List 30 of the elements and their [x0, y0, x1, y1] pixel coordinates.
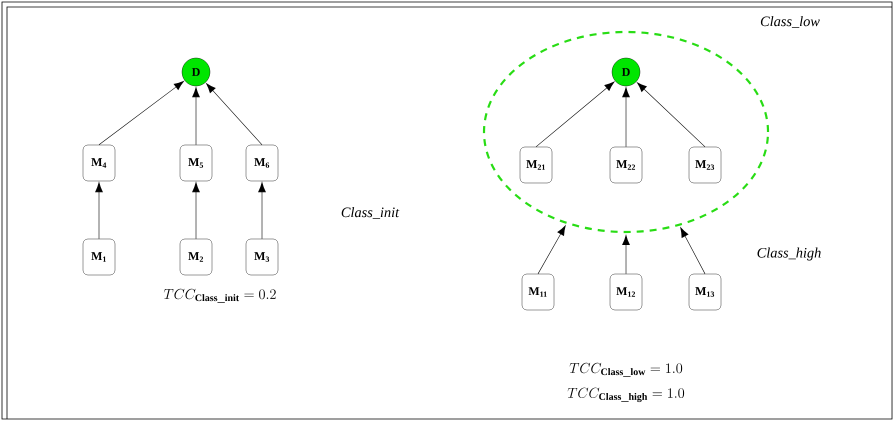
formula-label: $TCC_{\mathbf{Class\_low}} = 1.0$ — [570, 362, 682, 377]
module-box: M$_{12}$ — [610, 274, 642, 310]
class-label: Class_high — [758, 248, 821, 260]
module-box: M$_{5}$ — [180, 144, 212, 182]
module-box: M$_{13}$ — [688, 274, 722, 310]
arrow — [622, 234, 630, 274]
arrow — [192, 87, 200, 146]
class-label: Class_init — [342, 207, 400, 219]
arrow — [192, 182, 200, 240]
arrow — [538, 225, 566, 274]
module-box: M$_{23}$ — [688, 146, 722, 184]
module-box: M$_{2}$ — [180, 238, 212, 276]
node-label: Class_low — [760, 16, 820, 28]
arrow — [98, 80, 184, 146]
module-box: M$_{22}$ — [610, 146, 642, 184]
formula-label: $TCC_{\mathbf{Class\_high}} = 1.0$ — [568, 388, 684, 402]
arrow — [206, 83, 262, 146]
arrow — [680, 227, 706, 274]
module-box: M$_{3}$ — [246, 238, 278, 276]
formula-label: $TCC_{\mathbf{Class\_init}} = 0.2$ — [164, 288, 276, 303]
arrow — [258, 182, 266, 240]
module-box: M$_{4}$ — [82, 144, 116, 182]
module-box: M$_{6}$ — [246, 144, 278, 182]
arrow — [636, 82, 706, 148]
module-box: M$_{1}$ — [82, 238, 116, 276]
arrow — [622, 87, 630, 148]
arrow — [95, 182, 103, 240]
module-box: M$_{11}$ — [522, 274, 554, 310]
module-box: M$_{21}$ — [520, 146, 552, 184]
arrow — [536, 82, 614, 148]
